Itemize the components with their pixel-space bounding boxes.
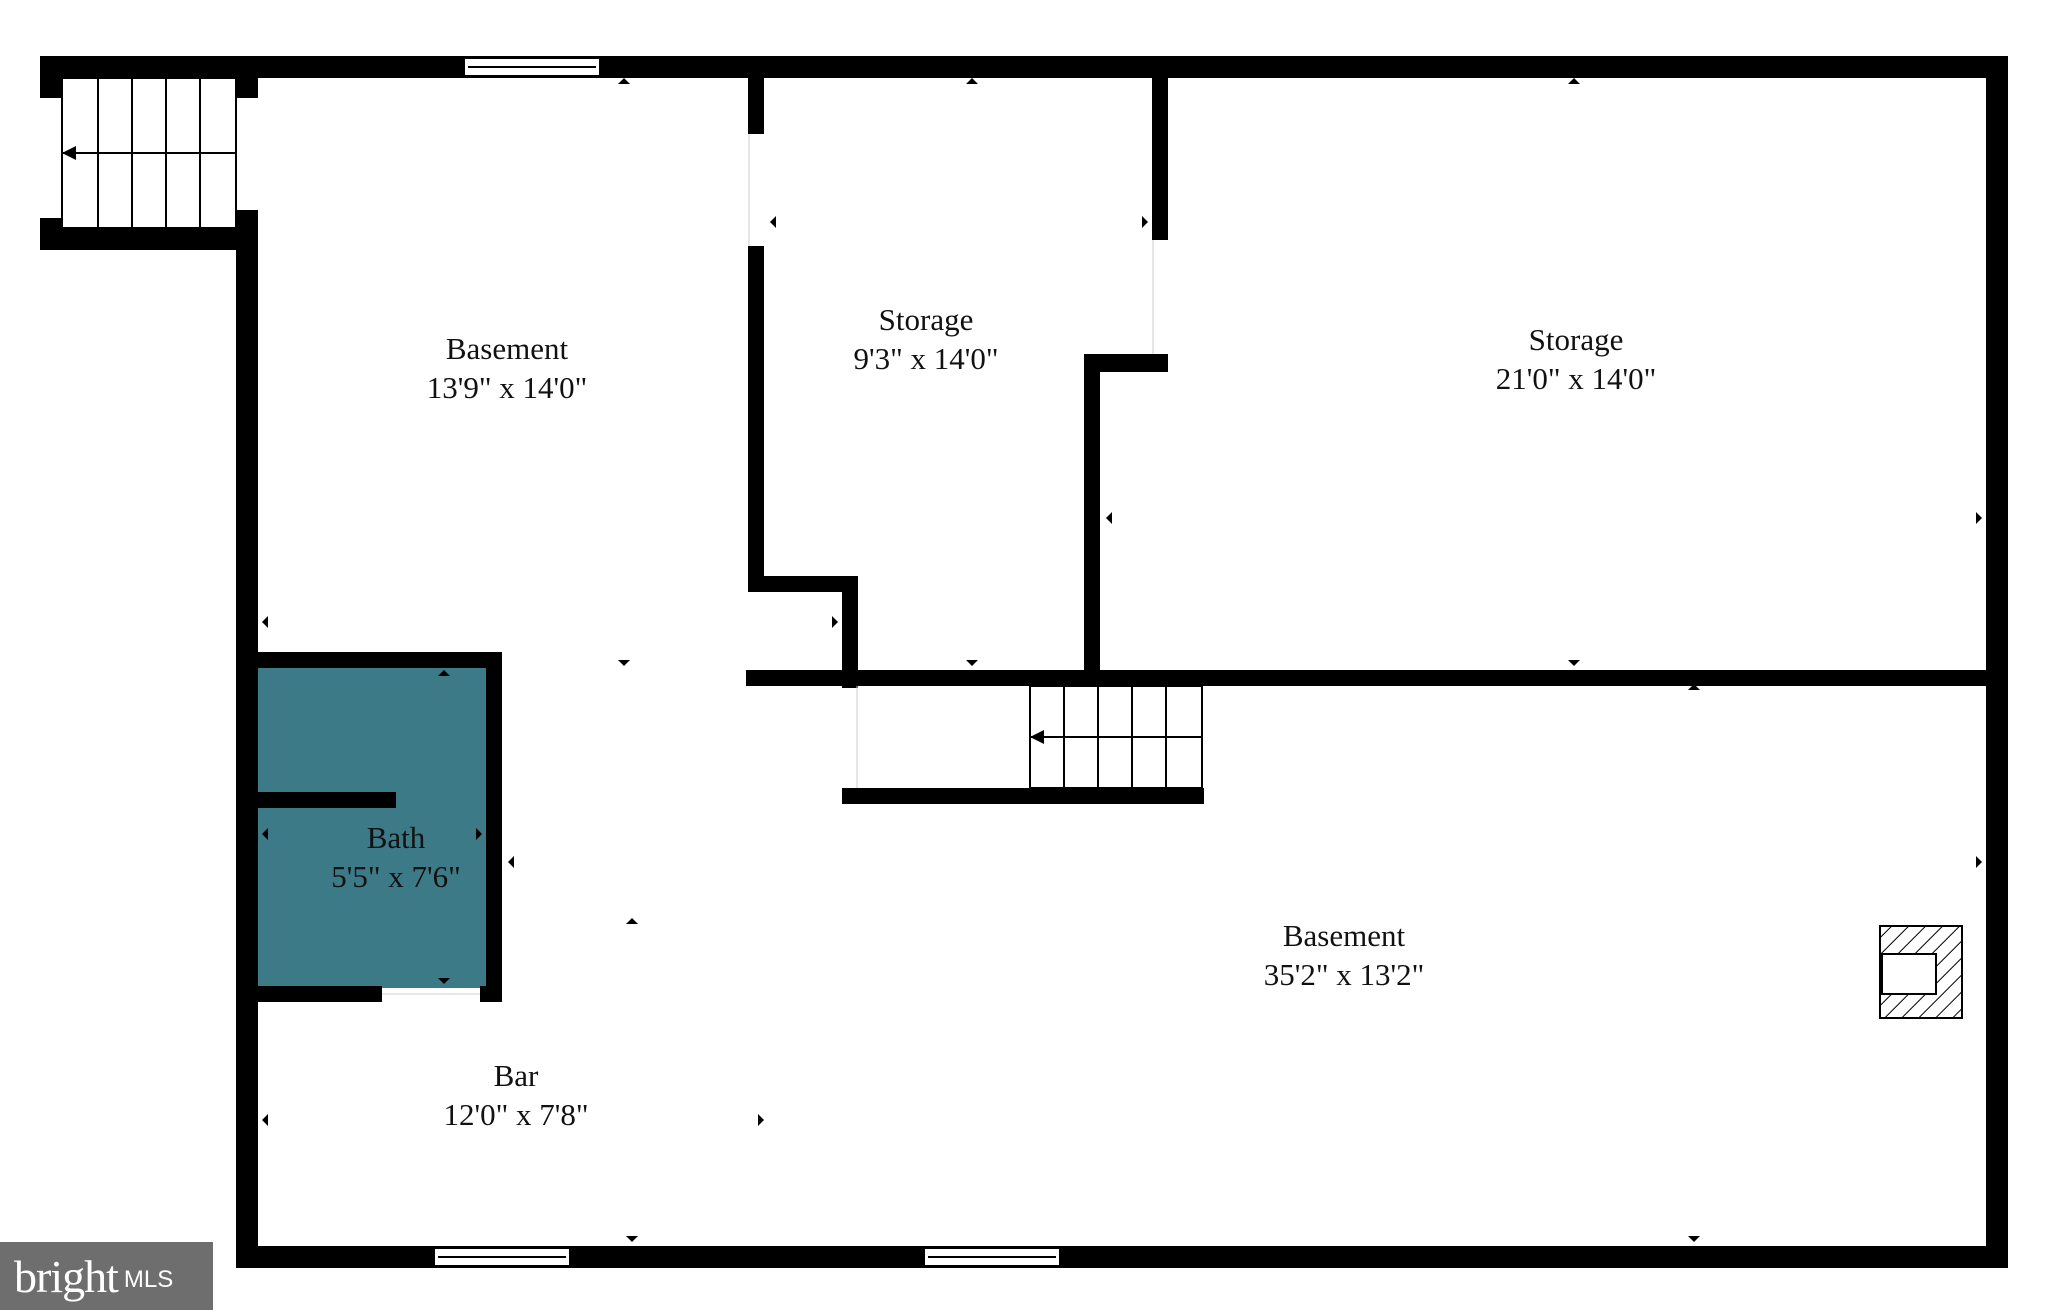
room-label-bar: Bar 12'0" x 7'8" (444, 1058, 589, 1132)
stairs-icon (1029, 685, 1203, 789)
interior-walls (236, 78, 2008, 1002)
door-marker-icon (618, 78, 630, 84)
window-icon (433, 1247, 571, 1267)
bath-area (257, 668, 492, 988)
room-dims: 35'2" x 13'2" (1264, 957, 1424, 992)
room-dims: 9'3" x 14'0" (854, 341, 999, 376)
room-dims: 21'0" x 14'0" (1496, 361, 1656, 396)
watermark-brand: bright (14, 1250, 119, 1302)
windows (433, 57, 1061, 1267)
room-name: Storage (1529, 322, 1624, 357)
room-name: Bar (494, 1058, 539, 1093)
watermark-suffix: MLS (123, 1266, 174, 1293)
room-dims: 5'5" x 7'6" (331, 859, 460, 894)
room-name: Storage (879, 302, 974, 337)
room-label-bath: Bath 5'5" x 7'6" (331, 820, 460, 894)
window-icon (463, 57, 601, 77)
room-name: Basement (446, 331, 569, 366)
bright-mls-watermark: bright MLS (0, 1242, 213, 1310)
room-label-storage-large: Storage 21'0" x 14'0" (1496, 322, 1656, 396)
room-name: Basement (1283, 918, 1406, 953)
stairs-icon (61, 77, 237, 229)
room-label-basement-main: Basement 35'2" x 13'2" (1264, 918, 1424, 992)
room-dims: 13'9" x 14'0" (427, 370, 587, 405)
window-icon (923, 1247, 1061, 1267)
room-dims: 12'0" x 7'8" (444, 1097, 589, 1132)
room-label-basement-top: Basement 13'9" x 14'0" (427, 331, 587, 405)
door-marker-icon (1568, 78, 1580, 84)
fireplace-icon (1879, 925, 1963, 1019)
room-label-storage-small: Storage 9'3" x 14'0" (854, 302, 999, 376)
room-name: Bath (367, 820, 426, 855)
door-openings (382, 134, 1154, 995)
measurement-markers (262, 78, 1982, 1242)
door-marker-icon (966, 78, 978, 84)
